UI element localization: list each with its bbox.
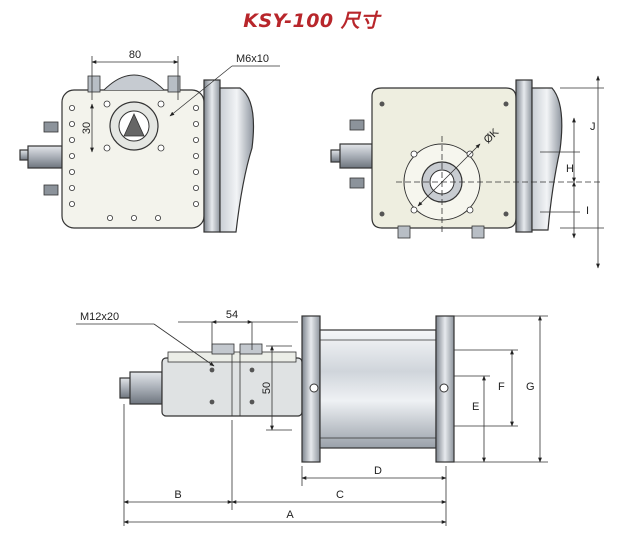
dim-50-label: 50 <box>261 382 273 394</box>
side-cylinder <box>319 329 437 449</box>
dim-c-label: C <box>336 489 344 501</box>
drawing-title: KSY-100 尺寸 <box>243 10 380 32</box>
rear-cover <box>531 87 563 231</box>
front-bolt <box>43 121 59 133</box>
dim-g-label: G <box>526 381 535 393</box>
rear-view: ØK J H I <box>330 75 604 269</box>
dim-j-label: J <box>590 121 596 133</box>
rear-body-holes <box>379 101 509 217</box>
front-view: 80 30 M6x10 <box>19 49 280 233</box>
rear-foot <box>471 225 485 239</box>
dim-h-label: H <box>566 163 574 175</box>
front-bolt-holes <box>69 105 199 221</box>
dim-d-label: D <box>374 465 382 477</box>
front-flange <box>203 79 221 233</box>
front-bolt <box>43 184 59 196</box>
front-screw <box>157 144 165 152</box>
thread-m6-label: M6x10 <box>236 53 269 65</box>
dim-b-label: B <box>174 489 181 501</box>
side-holes <box>209 367 255 405</box>
front-screw <box>103 100 111 108</box>
front-screw <box>157 100 165 108</box>
rear-shaft <box>339 143 373 169</box>
dim-30-label: 30 <box>81 122 93 134</box>
dim-54-label: 54 <box>226 309 238 321</box>
dim-i-label: I <box>586 205 589 217</box>
side-shaft <box>129 371 163 405</box>
front-top-bolt <box>167 75 181 93</box>
front-top-bolt <box>87 75 101 93</box>
side-view: M12x20 54 50 E F G D B C A <box>76 309 548 526</box>
front-rear-cover <box>219 87 255 233</box>
direction-arrow-icon <box>123 113 145 137</box>
dim-e-label: E <box>472 401 479 413</box>
dim-a-label: A <box>286 509 294 521</box>
side-top-boss <box>239 343 263 355</box>
rear-bolt <box>349 119 365 131</box>
side-flange-bolt <box>309 383 319 393</box>
rear-bolt <box>349 177 365 189</box>
front-top-boss <box>103 74 165 91</box>
front-screw <box>103 144 111 152</box>
rear-foot <box>397 225 411 239</box>
dim-80-label: 80 <box>129 49 141 61</box>
thread-m12-label: M12x20 <box>80 311 119 323</box>
rear-flange <box>515 79 533 233</box>
front-shaft <box>27 145 63 169</box>
dim-f-label: F <box>498 381 505 393</box>
side-flange-bolt <box>439 383 449 393</box>
side-top-boss <box>211 343 235 355</box>
